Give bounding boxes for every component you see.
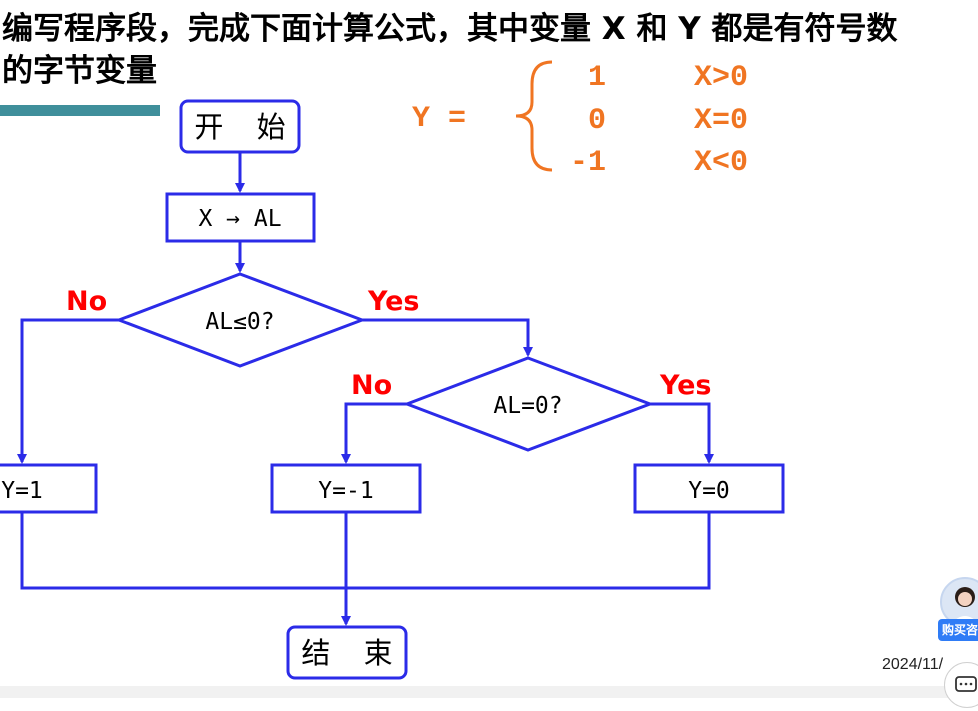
decision2-node: AL=0? <box>402 356 655 452</box>
decision1-no-label: No <box>66 286 107 317</box>
formula: Y = 1 X>0 0 X=0 -1 X<0 <box>412 60 748 180</box>
formula-lhs: Y = <box>412 102 466 136</box>
out-pos-box <box>0 463 98 514</box>
decision2-diamond <box>402 356 655 452</box>
chat-icon[interactable] <box>944 662 978 708</box>
slide-title-line2: 的字节变量 <box>2 53 157 89</box>
out-neg-label: Y=-1 <box>318 478 373 504</box>
out-zero-label: Y=0 <box>688 478 730 504</box>
out-zero-box <box>633 463 785 514</box>
formula-value-2: 0 <box>588 104 606 138</box>
decision2-label: AL=0? <box>493 393 562 419</box>
arrow-decision1-yes <box>362 318 533 357</box>
formula-value-3: -1 <box>570 146 606 180</box>
assign-node-box <box>165 192 316 243</box>
formula-condition-3: X<0 <box>694 146 748 180</box>
arrow-decision1-no <box>17 318 119 464</box>
decision2-no-label: No <box>351 370 392 401</box>
out-pos-label: Y=1 <box>1 478 43 504</box>
decision2-yes-label: Yes <box>659 370 711 401</box>
end-node: 结 束 <box>286 625 408 680</box>
slide-title: 编写程序段，完成下面计算公式，其中变量 X 和 Y 都是有符号数 的字节变量 <box>2 8 978 92</box>
title-underline-bar <box>0 105 160 116</box>
out-neg-node: Y=-1 <box>270 463 422 514</box>
assign-node-label: X → AL <box>198 206 281 232</box>
slide-title-line1: 编写程序段，完成下面计算公式，其中变量 X 和 Y 都是有符号数 <box>2 11 898 47</box>
decision1-node: AL≤0? <box>114 272 367 368</box>
assign-node: X → AL <box>165 192 316 243</box>
merge-line <box>20 512 711 590</box>
formula-condition-2: X=0 <box>694 104 748 138</box>
chat-icon-graphic <box>955 676 977 692</box>
decision1-diamond <box>114 272 367 368</box>
formula-value-1: 1 <box>588 61 606 95</box>
start-node: 开 始 <box>179 99 301 154</box>
bottom-strip <box>0 686 978 698</box>
buy-consult-button[interactable]: 购买咨询 <box>938 619 978 641</box>
connectors <box>17 152 714 626</box>
start-node-label: 开 始 <box>194 110 297 144</box>
decision1-label: AL≤0? <box>205 309 274 335</box>
out-zero-node: Y=0 <box>633 463 785 514</box>
start-node-box <box>179 99 301 154</box>
arrow-decision2-no <box>341 402 407 464</box>
arrow-decision2-yes <box>650 402 714 464</box>
decision1-yes-label: Yes <box>367 286 419 317</box>
formula-condition-1: X>0 <box>694 61 748 95</box>
end-node-box <box>286 625 408 680</box>
timestamp: 2024/11/ <box>882 656 944 673</box>
out-pos-node: Y=1 <box>0 463 98 514</box>
out-neg-box <box>270 463 422 514</box>
end-node-label: 结 束 <box>301 636 404 670</box>
formula-brace <box>515 60 553 172</box>
